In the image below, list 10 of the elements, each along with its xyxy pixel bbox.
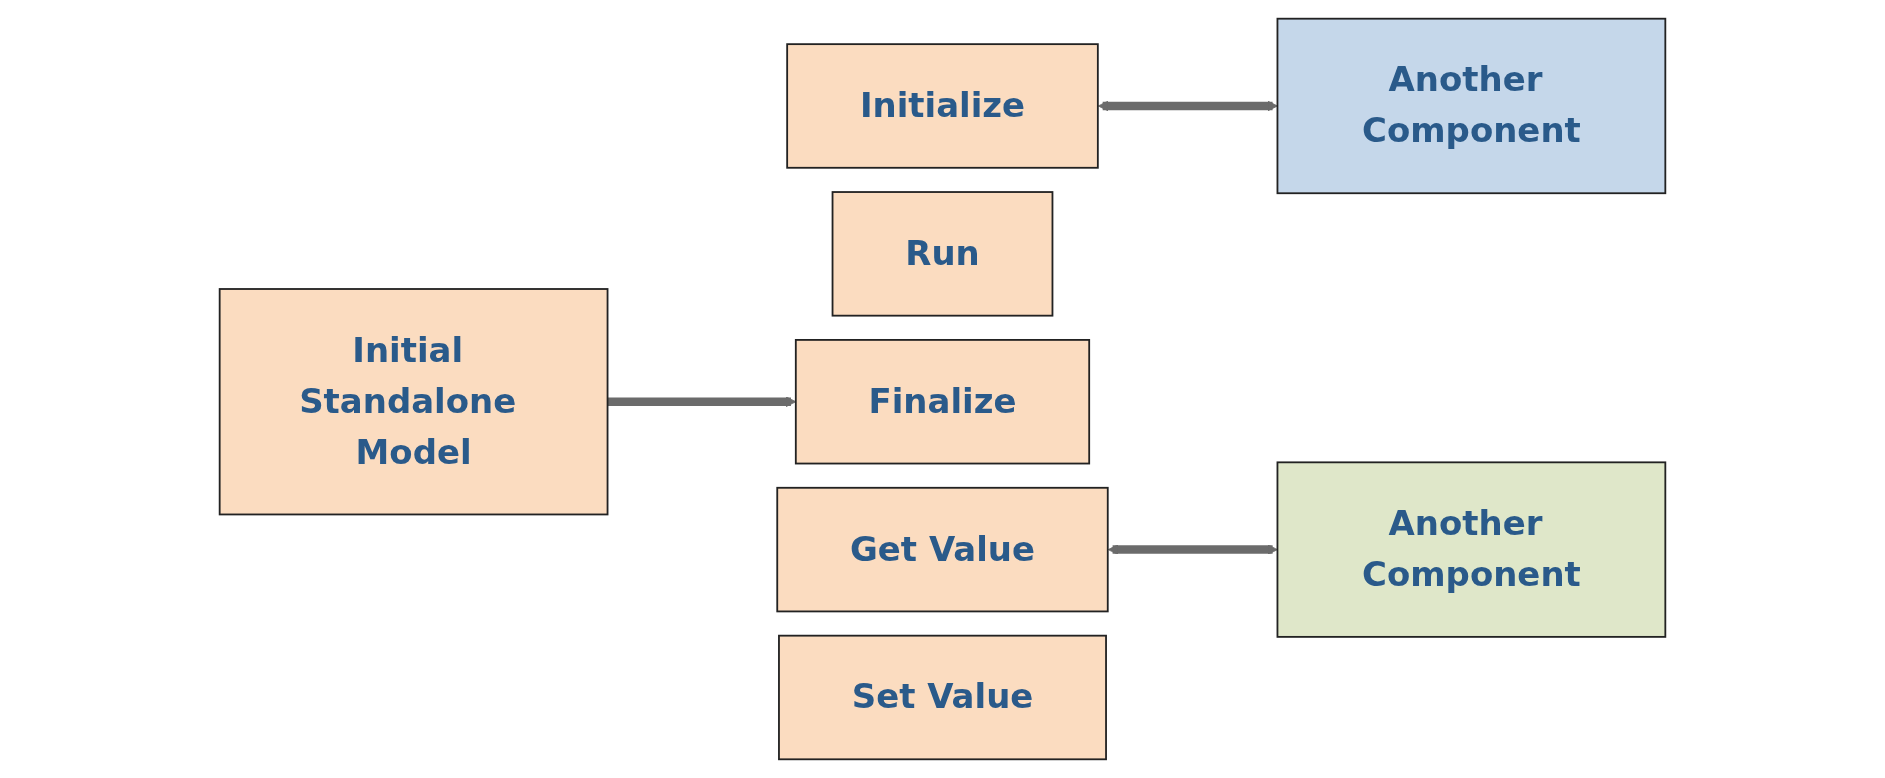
arrow [1107, 544, 1278, 555]
node-box: Another Component [1276, 17, 1667, 195]
arrow [1097, 100, 1278, 112]
node-box: Set Value [778, 634, 1107, 761]
node-box: Run [831, 191, 1054, 317]
node-box: Finalize [794, 339, 1091, 465]
node-box: Get Value [776, 486, 1109, 613]
node-box: Initialize [786, 43, 1099, 169]
node-box: Initial Standalone Model [218, 288, 609, 516]
node-box: Another Component [1276, 461, 1667, 638]
